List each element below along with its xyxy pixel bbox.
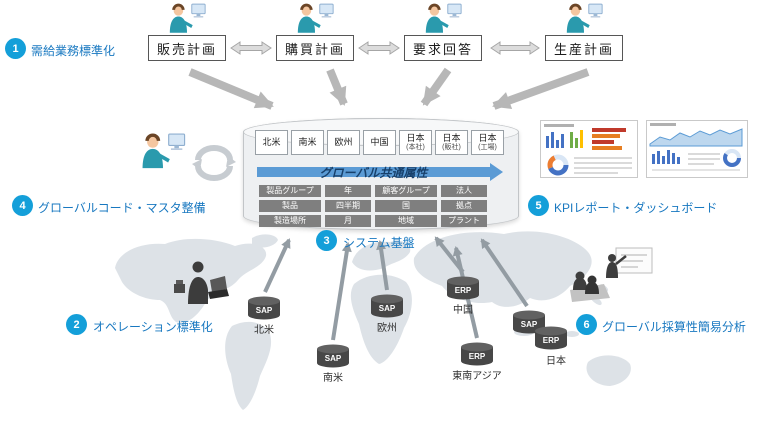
step-label-4: グローバルコード・マスタ整備 <box>38 201 206 215</box>
db-region-label: 東南アジア <box>452 371 502 382</box>
db-region-label: 中国 <box>453 305 473 316</box>
region-name: 日本 <box>442 132 461 143</box>
region-box: 欧州 <box>327 130 360 155</box>
region-row: 北米 南米 欧州 中国 日本(本社) 日本(販社) 日本(工場) <box>255 130 504 155</box>
region-box: 北米 <box>255 130 288 155</box>
attribute-cell: 拠点 <box>441 200 487 212</box>
attribute-cell: 年 <box>325 185 371 197</box>
region-box: 日本(工場) <box>471 130 504 155</box>
step-label-1: 需給業務標準化 <box>31 44 116 58</box>
db-sap-europe: SAP 欧州 <box>370 294 404 334</box>
attribute-cell: 顧客グループ <box>375 185 437 197</box>
sync-arrows-icon <box>192 145 236 181</box>
db-sys-label: ERP <box>469 352 486 361</box>
db-region-label: 南米 <box>323 373 343 384</box>
db-erp-china: ERP 中国 <box>446 276 480 316</box>
person-computer-icon <box>294 1 336 34</box>
attribute-cell: 製品グループ <box>259 185 321 197</box>
plan-box-purchasing: 購買計画 <box>276 35 354 61</box>
db-sys-label: SAP <box>379 304 396 313</box>
step-badge-2: 2 <box>66 314 87 335</box>
attribute-cell: プラント <box>441 215 487 227</box>
db-region-label: 北米 <box>254 325 274 336</box>
db-erp-southeast-asia: ERP 東南アジア <box>452 342 502 382</box>
region-box: 日本(本社) <box>399 130 432 155</box>
region-name: 南米 <box>298 136 317 147</box>
db-erp-japan: ERP <box>534 326 568 357</box>
region-box: 中国 <box>363 130 396 155</box>
region-name: 日本 <box>406 132 425 143</box>
region-sub: (本社) <box>406 143 425 151</box>
region-sub: (工場) <box>478 143 497 151</box>
db-region-label-japan: 日本 <box>546 356 566 367</box>
step-badge-5: 5 <box>528 195 549 216</box>
region-name: 中国 <box>370 136 389 147</box>
step-label-6: グローバル採算性簡易分析 <box>602 320 746 334</box>
kpi-dashboard-thumbnail-1 <box>540 120 638 178</box>
plan-box-request-response: 要求回答 <box>404 35 482 61</box>
step-label-5: KPIレポート・ダッシュボード <box>554 201 718 215</box>
db-region-label: 欧州 <box>377 323 397 334</box>
global-common-attributes-arrow: グローバル共通属性 <box>257 162 503 181</box>
meeting-presentation-icon <box>570 247 653 302</box>
plan-box-production: 生産計画 <box>545 35 623 61</box>
attribute-cell: 法人 <box>441 185 487 197</box>
global-common-attributes-label: グローバル共通属性 <box>319 166 428 180</box>
person-computer-icon <box>166 1 208 34</box>
platform-cylinder: 北米 南米 欧州 中国 日本(本社) 日本(販社) 日本(工場) グローバル共通… <box>243 118 519 230</box>
db-sys-label: SAP <box>325 354 342 363</box>
region-name: 北米 <box>262 136 281 147</box>
step-badge-4: 4 <box>12 195 33 216</box>
attribute-cell: 製造場所 <box>259 215 321 227</box>
person-laptop-icon <box>174 261 229 304</box>
attribute-cell: 国 <box>375 200 437 212</box>
attribute-cell: 地域 <box>375 215 437 227</box>
region-name: 欧州 <box>334 136 353 147</box>
attribute-cell: 月 <box>325 215 371 227</box>
db-sys-label: SAP <box>256 306 273 315</box>
kpi-dashboard-thumbnail-2 <box>646 120 748 178</box>
db-sys-label: ERP <box>455 286 472 295</box>
step-badge-6: 6 <box>576 314 597 335</box>
person-computer-icon <box>138 130 188 170</box>
attribute-grid: 製品グループ 年 顧客グループ 法人 製品 四半期 国 拠点 製造場所 月 地域… <box>259 185 487 227</box>
step-label-2: オペレーション標準化 <box>93 320 213 334</box>
plan-box-sales: 販売計画 <box>148 35 226 61</box>
db-sys-label: ERP <box>543 336 560 345</box>
attribute-cell: 四半期 <box>325 200 371 212</box>
attribute-cell: 製品 <box>259 200 321 212</box>
step-badge-3: 3 <box>316 230 337 251</box>
region-box: 南米 <box>291 130 324 155</box>
db-sap-south-america: SAP 南米 <box>316 344 350 384</box>
region-sub: (販社) <box>442 143 461 151</box>
person-computer-icon <box>422 1 464 34</box>
step-label-3: システム基盤 <box>343 236 415 250</box>
db-sys-label: SAP <box>521 320 538 329</box>
person-computer-icon <box>563 1 605 34</box>
region-name: 日本 <box>478 132 497 143</box>
db-sap-north-america: SAP 北米 <box>247 296 281 336</box>
step-badge-1: 1 <box>5 38 26 59</box>
region-box: 日本(販社) <box>435 130 468 155</box>
